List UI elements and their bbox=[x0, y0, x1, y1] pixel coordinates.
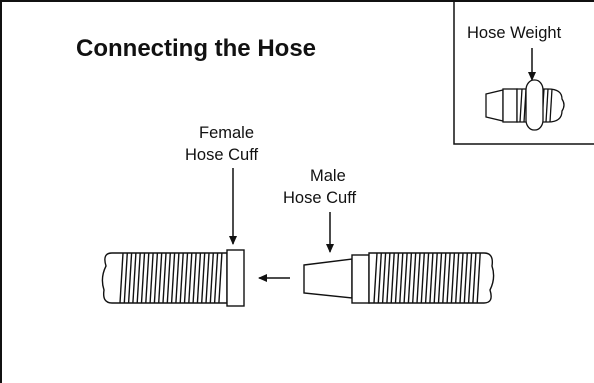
hose-ridge bbox=[394, 252, 400, 304]
male-hose-ridges bbox=[373, 252, 481, 304]
hose-ridge bbox=[123, 252, 128, 304]
hose-ridge bbox=[467, 252, 473, 304]
hose-ridge bbox=[373, 252, 378, 304]
hose-ridge bbox=[188, 252, 193, 304]
hose-ridge bbox=[218, 252, 223, 304]
hose-ridge bbox=[455, 252, 460, 304]
hose-ridge bbox=[433, 252, 438, 304]
hose-ridge bbox=[450, 252, 456, 304]
hose-ridge bbox=[192, 252, 197, 304]
hose-ridge bbox=[476, 252, 481, 304]
hose-ridge bbox=[472, 252, 477, 304]
hose-ridge bbox=[162, 252, 167, 304]
hose-ridge bbox=[416, 252, 421, 304]
hose-ridge bbox=[437, 252, 443, 304]
hose-ridge bbox=[166, 252, 171, 304]
male-label-line2: Hose Cuff bbox=[283, 189, 356, 207]
hose-ridge bbox=[127, 252, 133, 304]
hose-ridge bbox=[140, 252, 146, 304]
hose-ridge bbox=[429, 252, 434, 304]
hose-ridge bbox=[420, 252, 425, 304]
hose-ridge bbox=[183, 252, 189, 304]
hose-ridge bbox=[407, 252, 413, 304]
male-hose-cuff-tip bbox=[303, 258, 353, 299]
hose-ridge bbox=[213, 252, 219, 304]
hose-ridge bbox=[381, 252, 387, 304]
hose-ridge bbox=[170, 252, 176, 304]
hose-ridge bbox=[158, 252, 163, 304]
hose-ridge bbox=[463, 252, 468, 304]
hose-weight-inset: Hose Weight bbox=[453, 0, 594, 145]
hose-ridge bbox=[175, 252, 180, 304]
male-label-line1: Male bbox=[310, 167, 346, 185]
hose-ridge bbox=[446, 252, 451, 304]
hose-ridge bbox=[196, 252, 202, 304]
hose-ridge bbox=[153, 252, 159, 304]
female-label-line1: Female bbox=[199, 124, 254, 142]
female-hose bbox=[101, 249, 245, 307]
male-hose-cuff bbox=[351, 254, 370, 304]
diagram-title: Connecting the Hose bbox=[76, 35, 316, 62]
hose-weight-label: Hose Weight bbox=[467, 24, 562, 42]
hose-ridge bbox=[390, 252, 395, 304]
hose-ridge bbox=[205, 252, 210, 304]
hose-ridge bbox=[209, 252, 214, 304]
hose-ridge bbox=[149, 252, 154, 304]
hose-ridge bbox=[201, 252, 206, 304]
hose-ridge bbox=[403, 252, 408, 304]
hose-ridge bbox=[399, 252, 404, 304]
hose-ridge bbox=[459, 252, 464, 304]
hose-ridge bbox=[136, 252, 141, 304]
female-hose-cuff bbox=[226, 249, 245, 307]
inset-border bbox=[453, 0, 594, 145]
hose-ridge bbox=[179, 252, 184, 304]
hose-ridge bbox=[145, 252, 150, 304]
hose-ridge bbox=[377, 252, 382, 304]
hose-ridge bbox=[386, 252, 391, 304]
female-hose-ridges bbox=[119, 252, 223, 304]
hose-ridge bbox=[132, 252, 137, 304]
hose-ridge bbox=[412, 252, 417, 304]
hose-ridge bbox=[119, 252, 124, 304]
female-label-line2: Hose Cuff bbox=[185, 146, 258, 164]
hose-ridge bbox=[442, 252, 447, 304]
hose-weight-icon bbox=[485, 79, 565, 131]
hose-ridge bbox=[424, 252, 430, 304]
male-hose bbox=[303, 252, 495, 304]
